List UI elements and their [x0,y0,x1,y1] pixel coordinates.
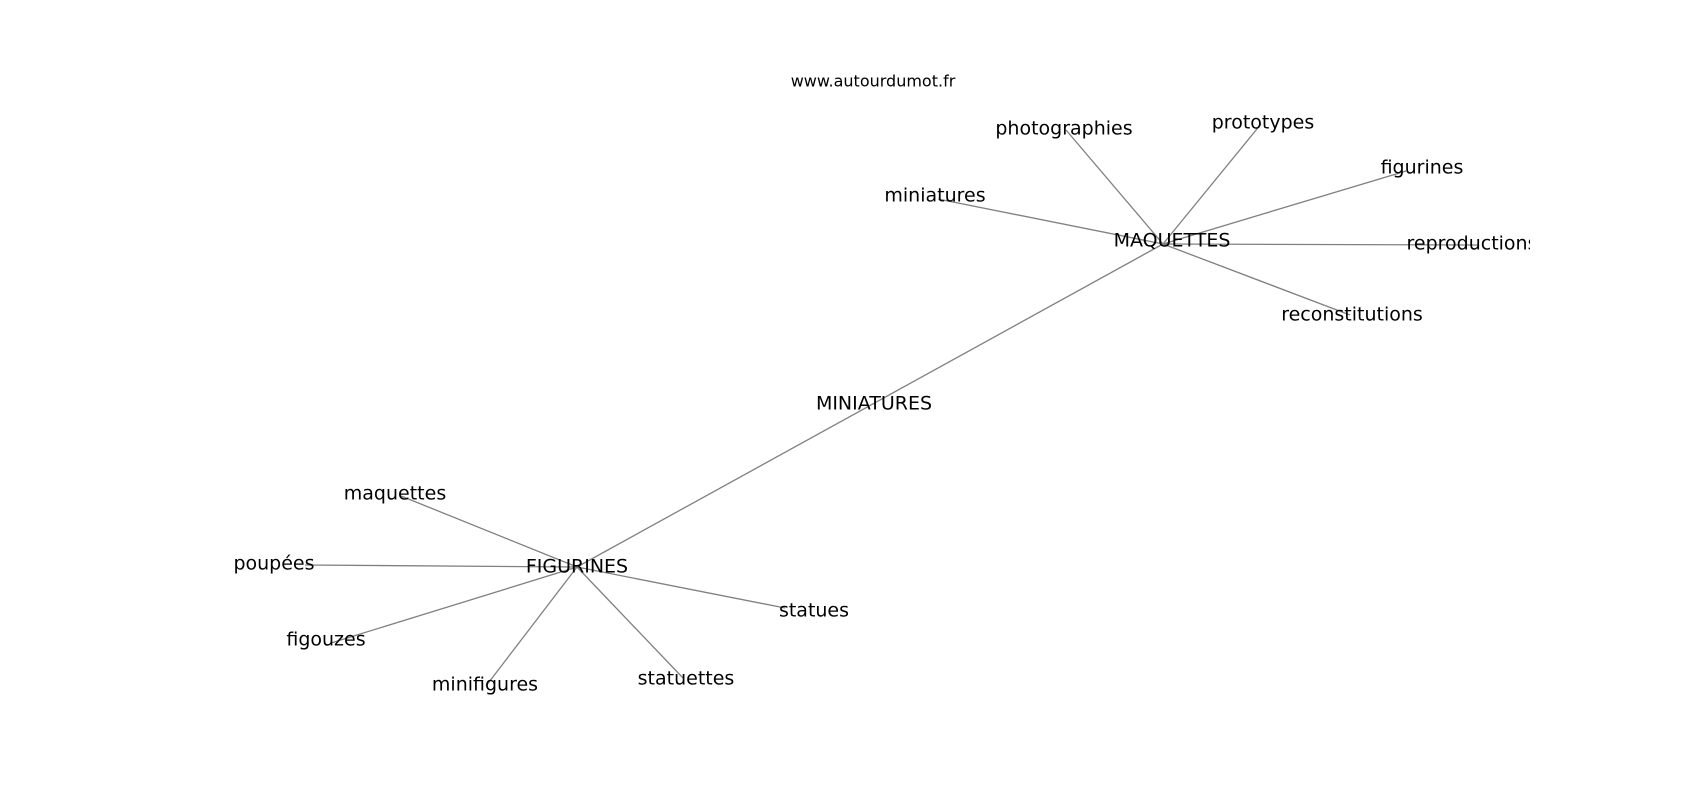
node-label-maquettes_hub: MAQUETTES [1114,230,1231,252]
edge-figurines_hub-minifigures [485,566,578,687]
node-label-miniatures_center: MINIATURES [816,393,932,415]
edge-maquettes_hub-reconstitutions [1162,243,1351,316]
site-watermark: www.autourdumot.fr [791,72,956,91]
edge-maquettes_hub-reproductions [1162,243,1479,246]
edge-maquettes_hub-prototypes [1162,123,1262,245]
edge-figurines_hub-poupees [304,564,578,568]
node-label-photographies: photographies [995,118,1132,140]
edge-maquettes_hub-figurines [1162,170,1407,245]
edge-maquettes_hub-miniatures [937,198,1164,245]
node-label-reconstitutions: reconstitutions [1281,304,1423,326]
node-label-miniatures: miniatures [884,185,985,207]
node-label-figurines_hub: FIGURINES [526,556,628,578]
edge-maquettes_hub-photographies [1065,129,1164,245]
edge-figurines_hub-maquettes [400,495,578,568]
edge-figurines_hub-figouzes [330,566,578,644]
node-label-statues: statues [779,600,849,622]
node-label-figouzes: figouzes [286,629,365,651]
node-label-poupees: poupées [233,553,314,575]
edges [304,123,1479,687]
edge-figurines_hub-statues [576,566,786,609]
node-label-prototypes: prototypes [1212,112,1315,134]
node-label-reproductions: reproductions [1406,233,1537,255]
node-label-maquettes: maquettes [344,483,446,505]
edge-maquettes_hub-figurines_hub [576,243,1164,568]
node-label-statuettes: statuettes [638,668,735,690]
node-label-minifigures: minifigures [432,674,538,696]
edge-figurines_hub-statuettes [576,566,684,679]
node-labels: MINIATURES MAQUETTES FIGURINES photographie… [233,112,1537,696]
node-label-figurines: figurines [1381,157,1464,179]
